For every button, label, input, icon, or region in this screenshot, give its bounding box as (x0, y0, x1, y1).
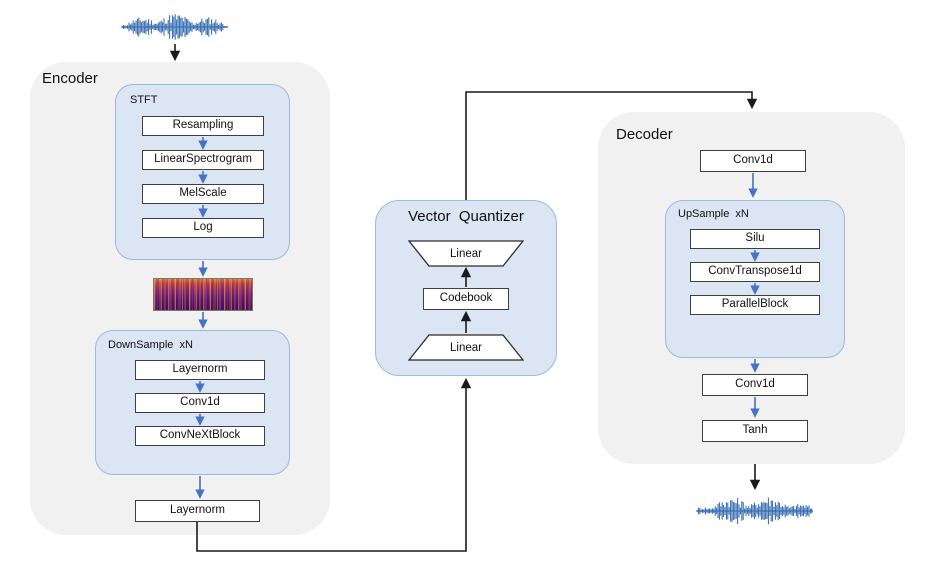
trapezoid-shape (408, 334, 524, 361)
linearspectrogram-box: LinearSpectrogram (142, 150, 264, 170)
trapezoid-shape (408, 240, 524, 267)
conv1d-box: Conv1d (135, 393, 265, 413)
linear-out-trapezoid: Linear (408, 240, 524, 267)
layernorm-box: Layernorm (135, 360, 265, 380)
linear-in-label: Linear (450, 341, 482, 354)
silu-box: Silu (690, 229, 820, 249)
upsample-label: UpSample xN (678, 208, 749, 220)
codebook-box: Codebook (423, 288, 509, 310)
mel-spectrogram-image (153, 278, 253, 311)
parallelblock-box: ParallelBlock (690, 295, 820, 315)
melscale-box: MelScale (142, 184, 264, 204)
encoder-output-layernorm-box: Layernorm (135, 500, 260, 522)
convnextblock-box: ConvNeXtBlock (135, 426, 265, 446)
decoder-conv1d-output-box: Conv1d (702, 374, 808, 396)
log-box: Log (142, 218, 264, 238)
decoder-conv1d-input-box: Conv1d (700, 150, 806, 172)
decoder-label: Decoder (616, 126, 673, 143)
vector-quantizer-label: Vector Quantizer (408, 208, 524, 225)
linear-in-trapezoid: Linear (408, 334, 524, 361)
input-audio-waveform-icon (121, 14, 228, 40)
linear-out-label: Linear (450, 247, 482, 260)
resampling-box: Resampling (142, 116, 264, 136)
convtranspose1d-box: ConvTranspose1d (690, 262, 820, 282)
stft-label: STFT (130, 94, 158, 106)
encoder-label: Encoder (42, 70, 98, 87)
output-audio-waveform-icon (696, 497, 813, 525)
downsample-label: DownSample xN (108, 339, 193, 351)
tanh-box: Tanh (702, 420, 808, 442)
